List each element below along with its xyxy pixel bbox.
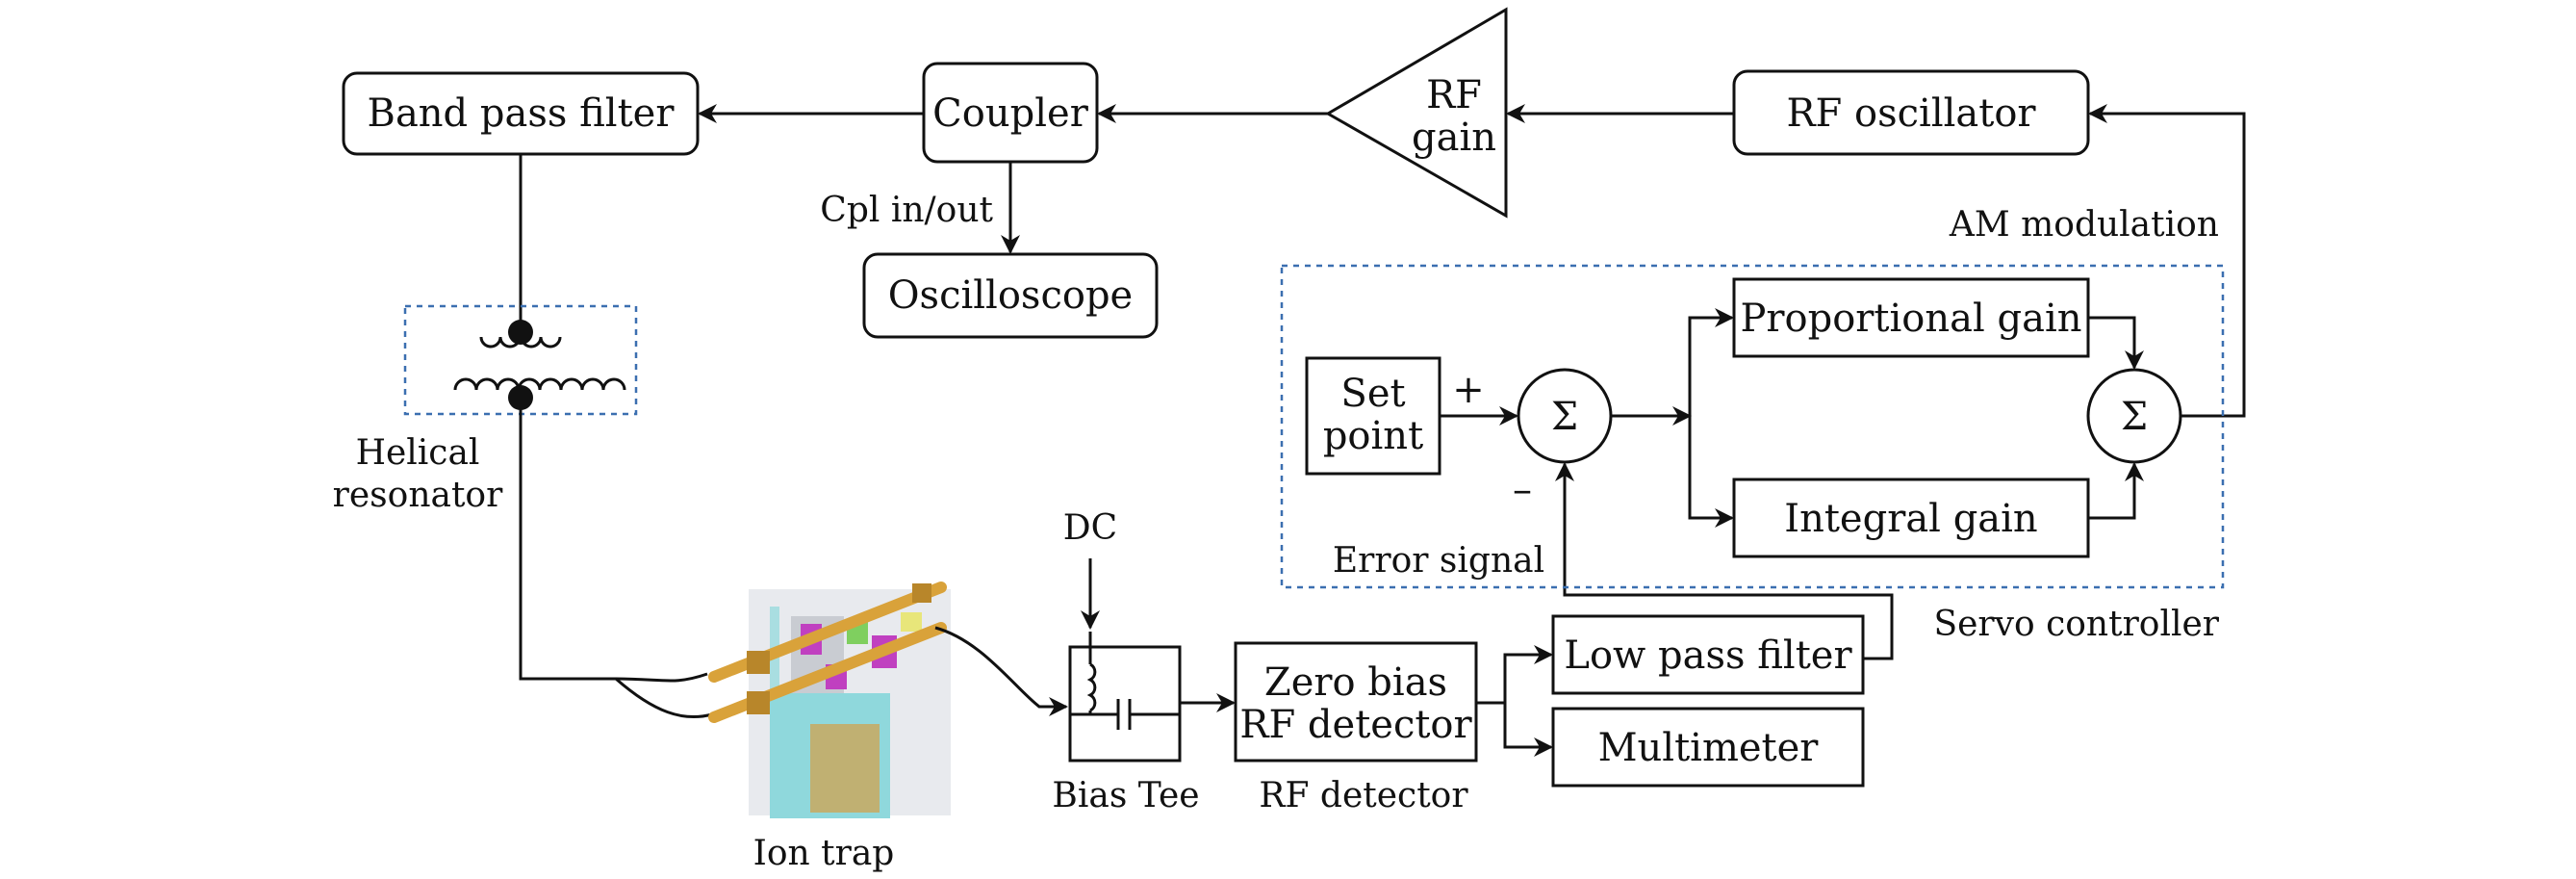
multimeter-label: Multimeter <box>1598 726 1820 770</box>
ion-trap-label: Ion trap <box>753 834 895 873</box>
am-modulation-feedback-line <box>2088 104 2246 418</box>
output-sum-symbol: Σ <box>2121 395 2148 439</box>
arrow-detector-to-multimeter <box>1503 703 1553 757</box>
coupler-block: Coupler <box>922 62 1099 164</box>
servo-controller-label: Servo controller <box>1933 605 2219 644</box>
rf-oscillator-block: RF oscillator <box>1732 69 2090 156</box>
rf-oscillator-label: RF oscillator <box>1786 91 2036 136</box>
helical-resonator-symbol <box>403 304 638 416</box>
helical-label-line1: Helical <box>356 433 480 473</box>
coupler-label: Coupler <box>932 91 1089 136</box>
cpl-in-out-label: Cpl in/out <box>820 191 993 230</box>
arrow-integral-to-sum <box>2088 462 2144 520</box>
rf-gain-label-line1: RF <box>1426 73 1482 117</box>
set-point-block: Set point <box>1305 356 1441 476</box>
wire-trap-to-bias-tee <box>934 626 1068 716</box>
band-pass-filter-block: Band pass filter <box>342 71 700 156</box>
bias-tee-block <box>1068 632 1182 763</box>
dc-label: DC <box>1063 508 1117 548</box>
servo-controller-frame <box>1280 264 2225 589</box>
output-sum-node: Σ <box>2086 368 2182 464</box>
rf-gain-amplifier: RF gain <box>1325 7 1508 219</box>
arrow-detector-to-lpf <box>1476 645 1553 705</box>
ion-trap-image <box>708 582 951 818</box>
oscilloscope-block: Oscilloscope <box>862 252 1159 339</box>
bias-tee-label: Bias Tee <box>1052 776 1199 815</box>
error-signal-label: Error signal <box>1333 541 1544 581</box>
integral-gain-block: Integral gain <box>1732 478 2090 558</box>
arrow-to-integral <box>1688 416 1734 528</box>
minus-sign: – <box>1513 468 1532 512</box>
error-feedback-line <box>1555 462 1894 660</box>
helical-label-line2: resonator <box>333 476 503 515</box>
zero-bias-label-line1: Zero bias <box>1264 660 1447 705</box>
integral-gain-label: Integral gain <box>1784 497 2037 541</box>
rf-detector-label: RF detector <box>1259 776 1468 815</box>
arrow-proportional-to-sum <box>2088 316 2144 370</box>
zero-bias-detector-block: Zero bias RF detector <box>1234 641 1478 763</box>
oscilloscope-label: Oscilloscope <box>888 273 1133 318</box>
low-pass-filter-block: Low pass filter <box>1551 614 1865 695</box>
band-pass-filter-label: Band pass filter <box>368 91 676 136</box>
error-sum-node: Σ <box>1517 368 1613 464</box>
wire-resonator-to-trap-lower <box>615 677 713 719</box>
proportional-gain-block: Proportional gain <box>1732 277 2090 358</box>
rf-gain-label-line2: gain <box>1412 116 1496 160</box>
arrow-to-proportional <box>1688 308 1734 416</box>
multimeter-block: Multimeter <box>1551 707 1865 788</box>
zero-bias-label-line2: RF detector <box>1239 703 1472 747</box>
wire-resonator-to-trap-upper <box>519 398 708 683</box>
error-sum-symbol: Σ <box>1551 395 1578 439</box>
plus-sign: + <box>1452 368 1485 412</box>
proportional-gain-label: Proportional gain <box>1741 297 2082 341</box>
set-point-label-line2: point <box>1323 414 1423 458</box>
set-point-label-line1: Set <box>1340 372 1405 416</box>
am-modulation-label: AM modulation <box>1949 205 2219 245</box>
low-pass-filter-label: Low pass filter <box>1564 633 1852 678</box>
